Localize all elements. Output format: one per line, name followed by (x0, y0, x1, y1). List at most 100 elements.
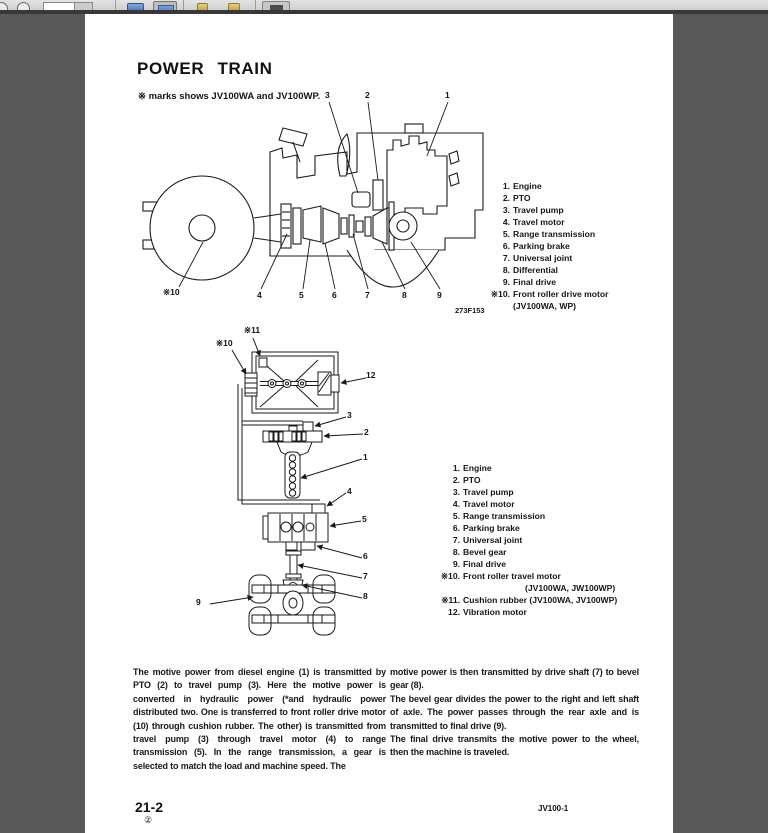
print-icon[interactable] (127, 3, 144, 10)
legend-num: 8. (502, 265, 510, 275)
legend-label: Front roller drive motor (513, 289, 609, 299)
callout-1: 1 (445, 90, 450, 100)
legend-label: Vibration motor (463, 607, 527, 617)
legend-num: 9. (502, 277, 510, 287)
callout-8: 8 (402, 290, 407, 300)
legend-label: Bevel gear (463, 547, 507, 557)
callout-2: 2 (365, 90, 370, 100)
callout-12: 12 (366, 370, 376, 380)
figure1-leader-lines (178, 101, 449, 290)
legend-label: Cushion rubber (JV100WA, JV100WP) (463, 595, 618, 605)
body-paragraph: The motive power from diesel engine (1) … (133, 667, 386, 771)
legend-num: ※11. (441, 595, 460, 605)
page-view-glyph (158, 5, 174, 10)
legend-label: Travel motor (463, 499, 515, 509)
toolbar-separator (183, 0, 184, 10)
highlighter-icon[interactable] (197, 3, 208, 10)
legend-label: Parking brake (463, 523, 520, 533)
toolbar-separator (115, 0, 116, 10)
legend-label: Universal joint (463, 535, 523, 545)
callout-3: 3 (347, 410, 352, 420)
legend-num: 1. (502, 181, 510, 191)
figure1-code: 273F153 (455, 306, 485, 315)
legend-num: 7. (452, 535, 460, 545)
legend-label: Engine (463, 463, 492, 473)
legend-num: 3. (502, 205, 510, 215)
legend-label: Travel pump (463, 487, 514, 497)
callout-7: 7 (363, 571, 368, 581)
doc-code: JV100-1 (538, 804, 569, 813)
callout-10: ※10 (163, 287, 180, 297)
legend-label: Range transmission (463, 511, 546, 521)
page-title: POWER TRAIN (137, 59, 273, 78)
callout-5: 5 (362, 514, 367, 524)
legend-num: 1. (452, 463, 460, 473)
figure2-plan-view: ※10 ※11 12 3 2 1 4 5 6 7 8 9 (180, 324, 440, 644)
callout-4: 4 (257, 290, 262, 300)
body-paragraph: motive power is then transmitted by driv… (390, 667, 639, 691)
callout-11: ※11 (244, 325, 261, 335)
body-paragraph: The bevel gear divides the power to the … (390, 693, 639, 731)
figure1-drawing (142, 101, 484, 290)
legend-label: Range transmission (513, 229, 596, 239)
legend-num: 6. (452, 523, 460, 533)
back-circle-icon[interactable] (0, 2, 8, 10)
page-number: 21-2 (135, 799, 164, 815)
legend-label: PTO (513, 193, 531, 203)
legend-label: Final drive (513, 277, 556, 287)
legend-label-cont: (JV100WA, WP) (513, 301, 577, 311)
page-view-icon[interactable] (153, 1, 177, 10)
callout-9: 9 (196, 597, 201, 607)
legend-label: Final drive (463, 559, 506, 569)
figure2-leader-lines (209, 337, 367, 605)
page-input-stepper[interactable] (75, 2, 93, 10)
legend-num: 2. (452, 475, 460, 485)
legend-num: 4. (452, 499, 460, 509)
callout-6: 6 (363, 551, 368, 561)
marks-note: ※ marks shows JV100WA and JV100WP. (138, 91, 321, 102)
callout-1: 1 (363, 452, 368, 462)
note-icon[interactable] (228, 3, 240, 10)
toolbar-separator (255, 0, 256, 10)
figure1-side-view: 3 2 1 ※10 4 5 6 7 8 9 (135, 90, 505, 320)
callout-6: 6 (332, 290, 337, 300)
figure2-drawing (209, 337, 367, 636)
body-text-right-column: motive power is then transmitted by driv… (390, 666, 639, 760)
callout-4: 4 (347, 486, 352, 496)
forward-circle-icon[interactable] (17, 2, 30, 10)
body-paragraph: The final drive transmits the motive pow… (390, 734, 639, 758)
legend-num: 2. (502, 193, 510, 203)
legend-num: 9. (452, 559, 460, 569)
legend-label: Engine (513, 181, 542, 191)
legend-num: 6. (502, 241, 510, 251)
legend-label: Travel motor (513, 217, 565, 227)
callout-3: 3 (325, 90, 330, 100)
figure1-legend: 1.Engine 2.PTO 3.Travel pump 4.Travel mo… (489, 180, 609, 312)
callout-7: 7 (365, 290, 370, 300)
legend-num: 5. (502, 229, 510, 239)
figure2-legend: 1.Engine 2.PTO 3.Travel pump 4.Travel mo… (440, 462, 617, 618)
page-input[interactable] (43, 2, 75, 10)
legend-num: 3. (452, 487, 460, 497)
legend-num: 8. (452, 547, 460, 557)
callout-9: 9 (437, 290, 442, 300)
callout-2: 2 (364, 427, 369, 437)
markup-glyph (270, 5, 283, 10)
legend-num: ※10. (490, 289, 510, 299)
legend-num: 7. (502, 253, 510, 263)
legend-label: Travel pump (513, 205, 564, 215)
legend-label: Universal joint (513, 253, 573, 263)
page-number-circled: ② (144, 815, 153, 825)
pdf-viewer-toolbar (0, 0, 768, 14)
legend-label-cont: (JV100WA, JW100WP) (525, 583, 616, 593)
body-text-left-column: The motive power from diesel engine (1) … (133, 666, 386, 773)
legend-label: Front roller travel motor (463, 571, 561, 581)
callout-10: ※10 (216, 338, 233, 348)
legend-num: 12. (448, 607, 460, 617)
legend-label: Differential (513, 265, 558, 275)
legend-num: 5. (452, 511, 460, 521)
legend-label: PTO (463, 475, 481, 485)
callout-8: 8 (363, 591, 368, 601)
markup-icon[interactable] (262, 1, 290, 10)
legend-label: Parking brake (513, 241, 570, 251)
